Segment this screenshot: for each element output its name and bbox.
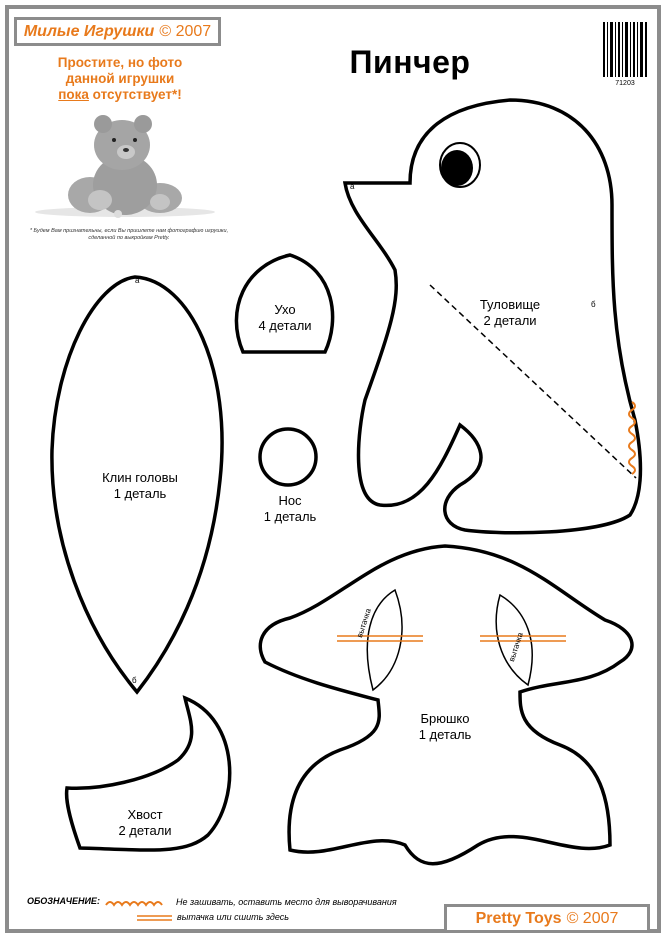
body-fold-line	[429, 284, 637, 479]
teddy-bear-illustration	[35, 115, 215, 218]
legend-opening-mark	[105, 901, 163, 907]
legend-line-1: Не зашивать, оставить место для выворачи…	[176, 897, 397, 907]
head-wedge-mark-top: а	[135, 276, 140, 285]
belly-name: Брюшко	[420, 711, 470, 726]
footnote-line-1: * Будем Вам признательны, если Вы пришле…	[29, 228, 229, 234]
belly-dart-left	[366, 588, 403, 692]
tail-count: 2 детали	[118, 823, 172, 838]
footer-brand-name: Pretty Toys	[475, 909, 562, 927]
photo-notice: Простите, но фото данной игрушки пока от…	[20, 55, 220, 103]
tail-name: Хвост	[127, 807, 163, 822]
body-mark-b: б	[591, 300, 596, 309]
barcode-number: 71203	[615, 80, 635, 87]
nose-piece	[258, 427, 318, 487]
body-mark-a: а	[350, 182, 355, 191]
nose-label: Нос 1 деталь	[245, 493, 335, 525]
photo-footnote: * Будем Вам признательны, если Вы пришле…	[14, 228, 244, 242]
notice-line-3: пока отсутствует*!	[20, 87, 220, 103]
belly-count: 1 деталь	[418, 727, 472, 742]
notice-line-1: Простите, но фото	[57, 55, 183, 70]
head-wedge-piece	[50, 275, 224, 695]
nose-count: 1 деталь	[263, 509, 317, 524]
legend-heading: ОБОЗНАЧЕНИЕ:	[27, 896, 100, 906]
brand-box: Милые Игрушки © 2007	[14, 17, 221, 46]
tail-piece	[64, 695, 232, 852]
eye-pupil	[441, 150, 473, 186]
head-wedge-count: 1 деталь	[113, 486, 167, 501]
footer-brand-box: Pretty Toys © 2007	[444, 904, 650, 933]
footnote-line-2: сделанной по выкройкам Pretty.	[88, 235, 170, 241]
head-wedge-name: Клин головы	[102, 470, 178, 485]
belly-stitch-marks	[337, 635, 566, 642]
body-piece	[342, 98, 643, 535]
notice-underlined-word: пока	[58, 87, 89, 102]
body-count: 2 детали	[483, 313, 537, 328]
ear-count: 4 детали	[258, 318, 312, 333]
belly-dart-right	[495, 593, 533, 687]
legend-line-2: вытачка или сшить здесь	[177, 912, 290, 922]
brand-name: Милые Игрушки	[23, 22, 155, 40]
notice-line-2: данной игрушки	[65, 71, 175, 86]
tail-label: Хвост 2 детали	[95, 807, 195, 839]
body-opening-mark	[628, 401, 636, 475]
legend-dart-mark	[137, 915, 172, 921]
page-title: Пинчер	[349, 44, 471, 80]
page-frame	[5, 5, 661, 933]
footer-brand-year: © 2007	[566, 909, 619, 927]
ear-label: Ухо 4 детали	[240, 302, 330, 334]
brand-year: © 2007	[159, 22, 212, 40]
body-name: Туловище	[479, 297, 541, 312]
belly-label: Брюшко 1 деталь	[395, 711, 495, 743]
ear-name: Ухо	[274, 302, 296, 317]
head-wedge-mark-bottom: б	[132, 676, 137, 685]
barcode	[603, 22, 647, 77]
nose-name: Нос	[278, 493, 302, 508]
notice-line-3-rest: отсутствует*!	[88, 87, 182, 102]
ear-piece	[234, 253, 335, 354]
head-wedge-label: Клин головы 1 деталь	[80, 470, 200, 502]
belly-piece	[258, 544, 634, 866]
body-label: Туловище 2 детали	[455, 297, 565, 329]
